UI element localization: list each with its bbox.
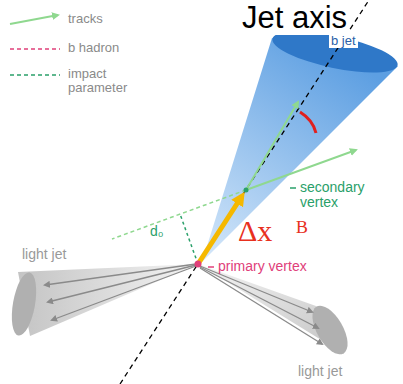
track-sample — [10, 15, 58, 24]
jet-name: b jet — [329, 34, 358, 48]
track-extension — [112, 190, 246, 239]
tick-mark — [208, 266, 214, 268]
primary-vertex-dot — [195, 261, 202, 268]
track — [246, 102, 298, 190]
legend-text: b hadron — [68, 41, 119, 55]
jet-name: light jet — [22, 247, 66, 262]
flight-arrow — [198, 196, 242, 264]
hadron-sample — [10, 48, 60, 50]
legend-text: tracks — [68, 12, 103, 26]
vertex-label: secondary vertex — [300, 180, 372, 211]
legend-text: impact parameter — [68, 67, 140, 96]
impact-sample — [10, 74, 60, 76]
tick-mark — [290, 187, 296, 189]
vertex-label: primary vertex — [218, 259, 307, 274]
impact-parameter-line — [180, 214, 198, 264]
angle-arc — [300, 112, 316, 133]
secondary-vertex-dot — [244, 188, 249, 193]
displacement-label: Δx⃗ᴮ — [238, 214, 307, 247]
light-jet-end — [8, 271, 41, 338]
light-jet-cone — [18, 264, 198, 336]
impact-label: d₀ — [150, 224, 164, 239]
axis-title: Jet axis — [240, 1, 349, 35]
light-jet-end — [305, 300, 355, 360]
jet-name: light jet — [298, 364, 342, 379]
